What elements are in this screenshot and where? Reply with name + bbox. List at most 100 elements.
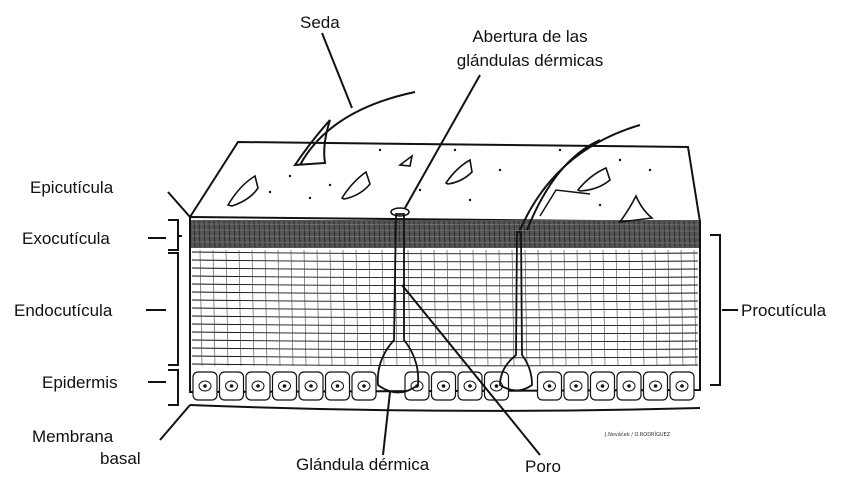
pore-canal-line (382, 250, 384, 366)
surface-fold (540, 190, 590, 216)
pore-canal-line (577, 250, 579, 366)
pore-canal-line (317, 250, 319, 366)
pore-canal-line (668, 250, 670, 366)
pore-canal-line (330, 250, 332, 366)
surface-speck (469, 199, 471, 201)
pore-canal-line (590, 250, 592, 366)
lamella-line (192, 356, 698, 358)
label-poro: Poro (525, 457, 561, 476)
pore-canal-line (616, 250, 618, 366)
pore-canal-line (499, 250, 501, 366)
nucleolus (654, 384, 658, 388)
lamella-line (192, 324, 698, 326)
nucleolus (362, 384, 366, 388)
seda-leader (322, 33, 352, 108)
label-membrana-line1: Membrana (32, 427, 114, 446)
lamella-line (192, 268, 698, 270)
surface-speck (269, 191, 271, 193)
nucleolus (230, 384, 234, 388)
nucleolus (601, 384, 605, 388)
lamella-line (192, 260, 698, 262)
label-glandula: Glándula dérmica (296, 455, 430, 474)
membrana-leader (160, 405, 190, 440)
basal-membrane (190, 405, 700, 411)
surface-speck (309, 197, 311, 199)
nucleolus (283, 384, 287, 388)
nucleolus (203, 384, 207, 388)
abertura-leader (405, 75, 480, 208)
pore-canal-line (356, 250, 358, 366)
label-membrana-line2: basal (100, 449, 141, 468)
lamella-line (192, 340, 698, 342)
nucleolus (548, 384, 552, 388)
glandula-leader (383, 392, 390, 455)
pore-canal-line (603, 250, 605, 366)
epicuticula-leader (168, 192, 190, 217)
procuticula-bracket (710, 235, 720, 385)
label-exocuticula: Exocutícula (22, 229, 110, 248)
lamella-line (192, 348, 698, 350)
gland-right (500, 232, 532, 391)
surface-pit-3 (446, 160, 472, 184)
pore-canal-line (473, 250, 475, 366)
seta-right-icon (520, 125, 640, 230)
surface-speck (379, 149, 381, 151)
pore-canal-line (538, 250, 540, 366)
pore-canal-line (681, 250, 683, 366)
nucleolus (627, 384, 631, 388)
surface-speck (289, 175, 291, 177)
surface-pit-6 (620, 196, 652, 222)
exocuticula-bracket (168, 220, 182, 250)
lamella-line (192, 308, 698, 310)
endocuticula-bracket (168, 253, 178, 365)
nucleolus (256, 384, 260, 388)
pore-canal-line (369, 250, 371, 366)
cuticle-top-surface (190, 142, 700, 222)
label-abertura-line1: Abertura de las (472, 27, 587, 46)
nucleolus (309, 384, 313, 388)
poro-leader (402, 285, 540, 455)
label-epidermis: Epidermis (42, 373, 118, 392)
endocuticle-lamellae (192, 250, 698, 366)
lamella-line (192, 364, 698, 366)
label-seda: Seda (300, 13, 340, 32)
lamella-line (192, 316, 698, 318)
epidermis-bracket (168, 370, 178, 405)
nucleolus (680, 384, 684, 388)
nucleolus (495, 384, 499, 388)
pore-canal-line (564, 250, 566, 366)
surface-speck (599, 204, 601, 206)
surface-speck (454, 149, 456, 151)
pore-canal-line (434, 250, 436, 366)
lamella-line (192, 284, 698, 286)
surface-pit-1 (228, 176, 258, 206)
pore-canal-line (655, 250, 657, 366)
pore-canal-line (460, 250, 462, 366)
label-procuticula: Procutícula (741, 301, 827, 320)
pore-canal-line (447, 250, 449, 366)
pore-canal-line (551, 250, 553, 366)
nucleolus (336, 384, 340, 388)
nucleolus (574, 384, 578, 388)
surface-pit-5 (400, 156, 412, 166)
label-abertura-line2: glándulas dérmicas (457, 51, 603, 70)
lamella-line (192, 292, 698, 294)
label-epicuticula: Epicutícula (30, 178, 114, 197)
surface-speck (419, 189, 421, 191)
lamella-line (192, 300, 698, 302)
surface-speck (649, 169, 651, 171)
surface-specks (269, 149, 651, 206)
seta-right-base (527, 140, 600, 230)
lamella-line (192, 276, 698, 278)
pore-canal-line (486, 250, 488, 366)
nucleolus (442, 384, 446, 388)
pore-canal-line (629, 250, 631, 366)
surface-speck (619, 159, 621, 161)
lamella-line (192, 332, 698, 334)
surface-pit-2 (342, 172, 370, 199)
surface-speck (559, 149, 561, 151)
label-endocuticula: Endocutícula (14, 301, 113, 320)
seta-large-icon (300, 92, 415, 165)
